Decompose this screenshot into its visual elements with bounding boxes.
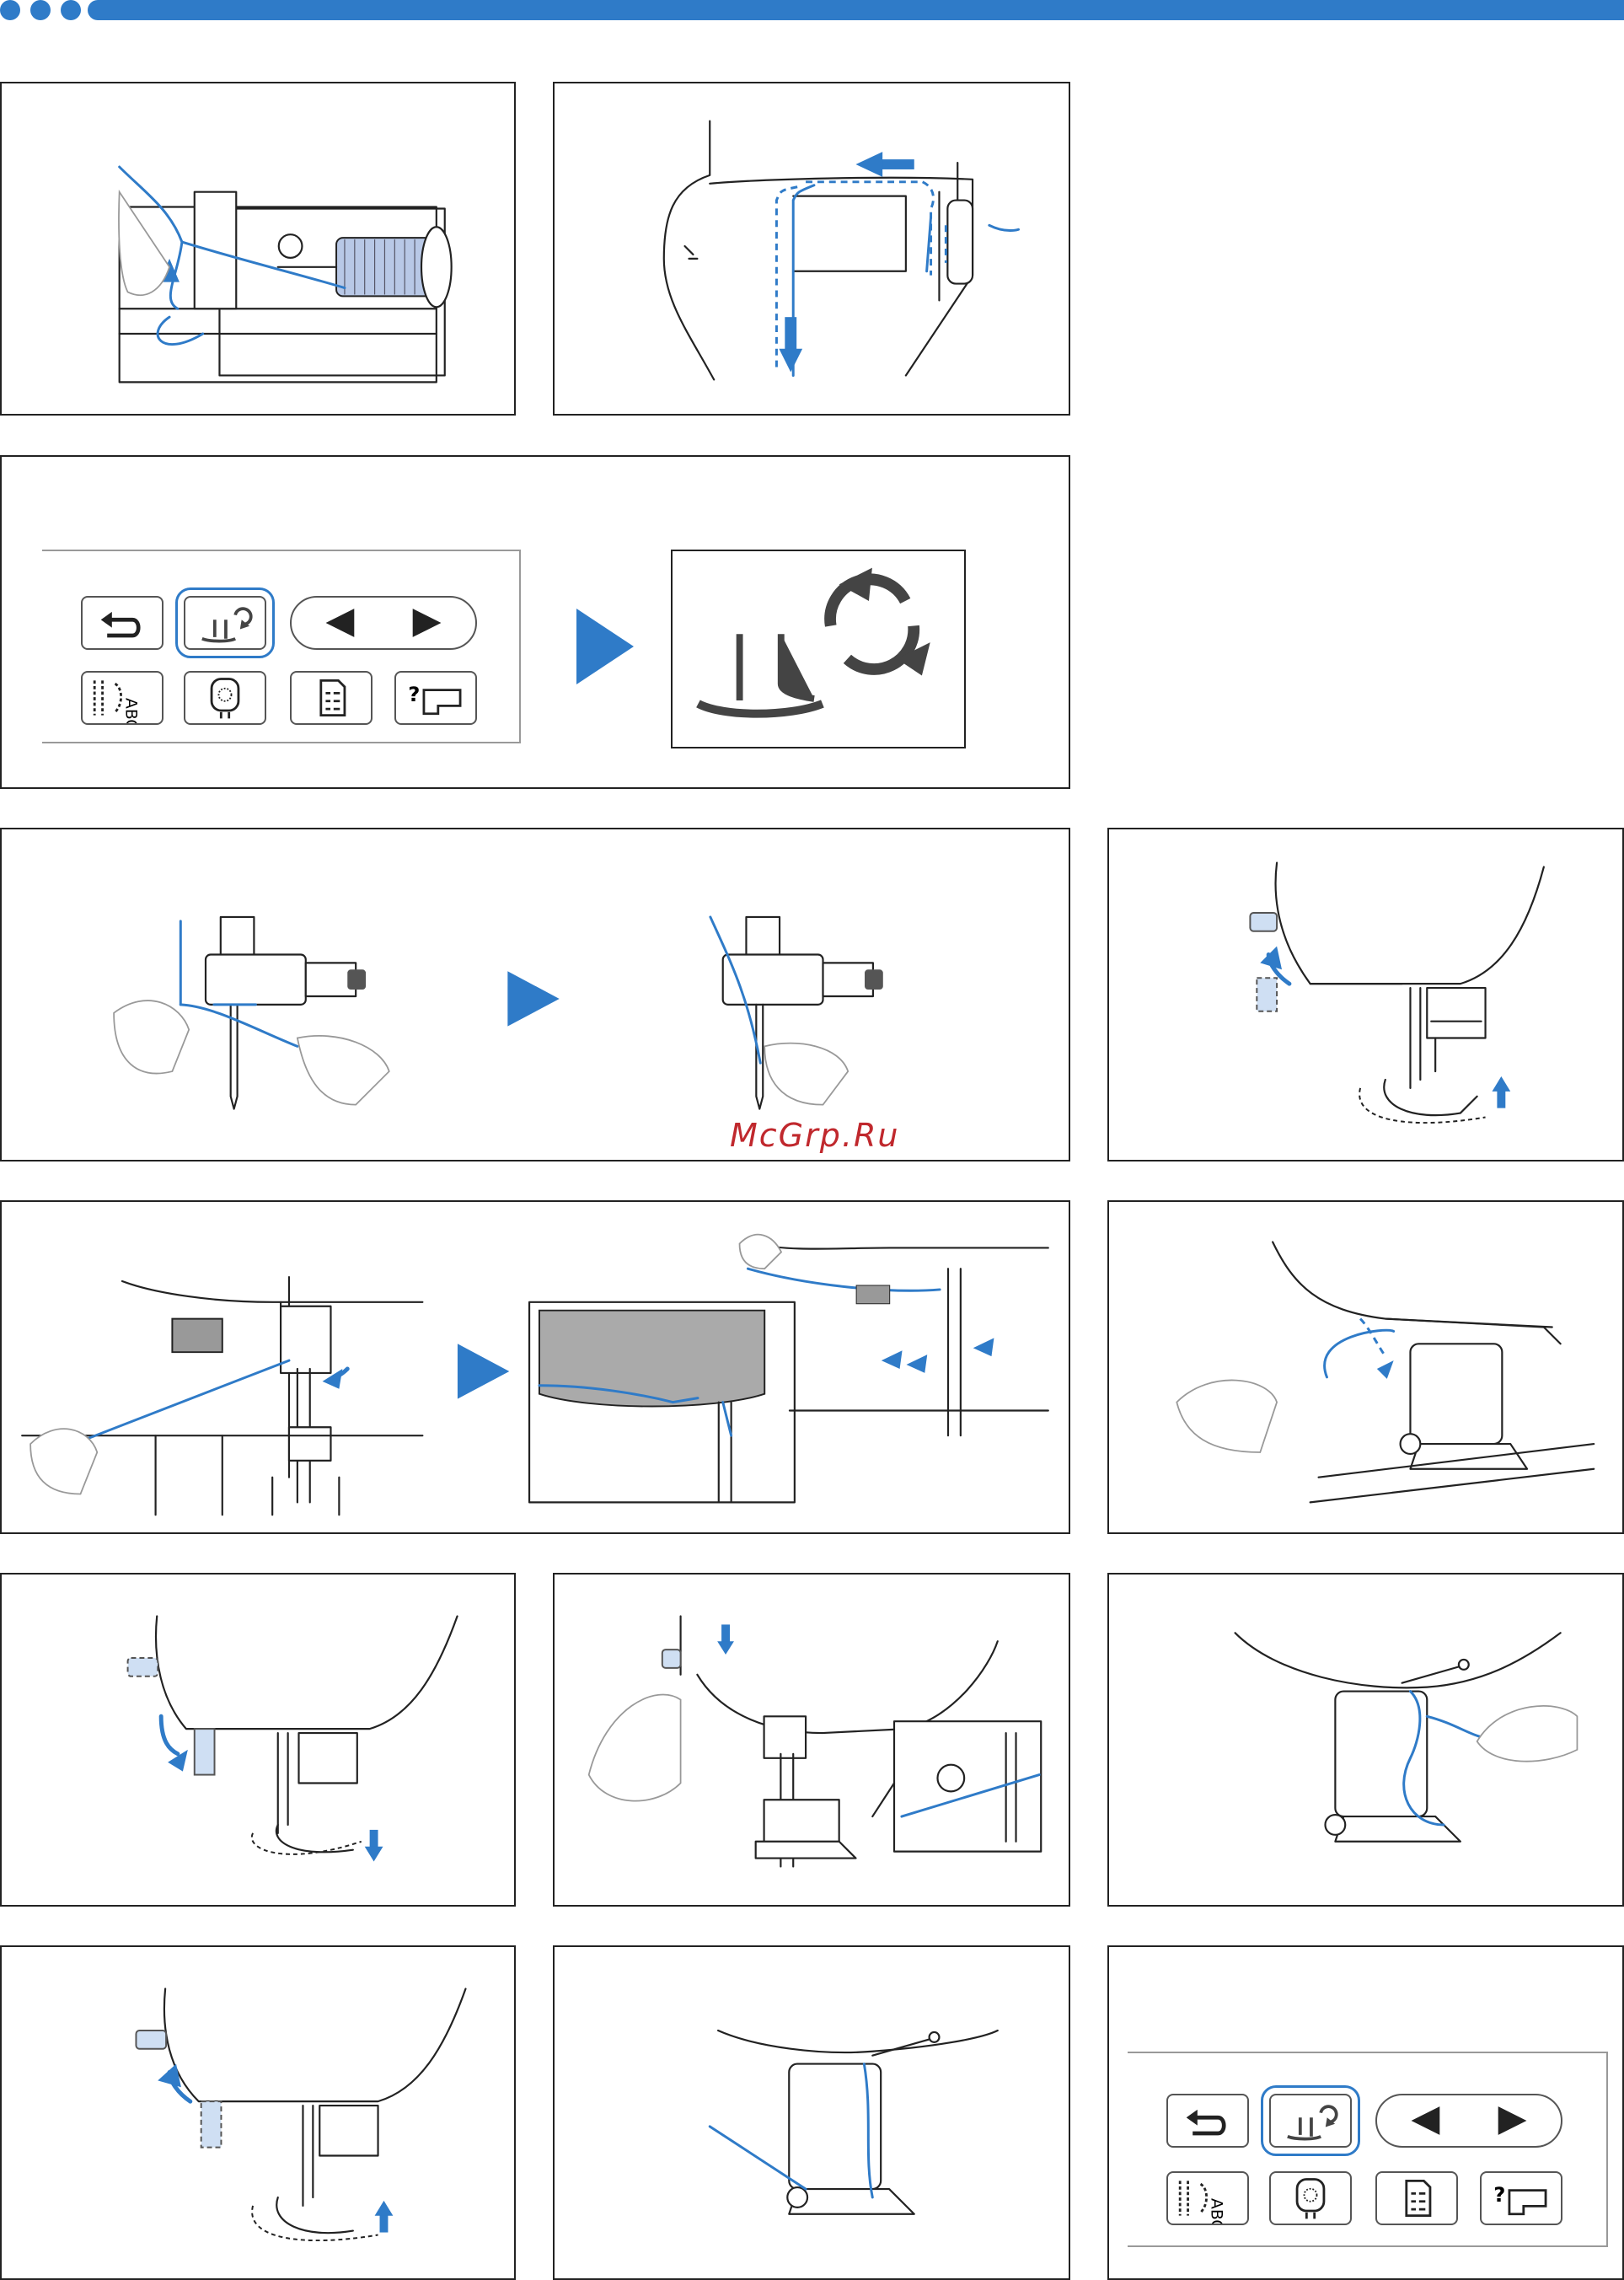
header-rule xyxy=(88,0,1624,20)
panel-needle-threading xyxy=(0,828,1070,1161)
back-icon xyxy=(1168,2095,1247,2146)
list-icon xyxy=(292,673,371,723)
presser-foot-lock-icon xyxy=(673,551,964,747)
embroidery-icon xyxy=(185,673,265,723)
presser-foot-lock-icon xyxy=(1271,2095,1350,2146)
list-button[interactable] xyxy=(290,671,373,725)
header-dot xyxy=(61,0,81,20)
panel-thread-pull-side xyxy=(1107,1200,1624,1534)
panel-needle-threader-lever xyxy=(553,1573,1070,1907)
pattern-button[interactable]: ABC xyxy=(1166,2171,1249,2225)
svg-text:?: ? xyxy=(408,682,420,706)
help-button[interactable]: ? xyxy=(1480,2171,1562,2225)
right-arrow-icon[interactable] xyxy=(1498,2106,1527,2135)
right-arrow-icon[interactable] xyxy=(413,609,442,637)
panel-raise-presser-foot-2 xyxy=(0,1945,516,2280)
back-button[interactable] xyxy=(1166,2094,1249,2148)
back-button[interactable] xyxy=(81,596,163,650)
pattern-button[interactable]: ABC xyxy=(81,671,163,725)
panel-presser-foot-lock-screen: ABC ? xyxy=(0,455,1070,789)
back-icon xyxy=(83,598,162,648)
embroidery-button[interactable] xyxy=(1269,2171,1352,2225)
panel-spool-thread-guide xyxy=(0,82,516,416)
left-arrow-icon[interactable] xyxy=(1412,2106,1440,2135)
presser-foot-lock-button[interactable] xyxy=(184,596,266,650)
page-nav-pill xyxy=(1375,2094,1562,2148)
page-nav-pill xyxy=(290,596,477,650)
presser-foot-lock-button[interactable] xyxy=(1269,2094,1352,2148)
panel-raise-presser-foot-1 xyxy=(1107,828,1624,1161)
list-icon xyxy=(1377,2173,1456,2224)
svg-text:ABC: ABC xyxy=(1208,2198,1225,2224)
left-arrow-icon[interactable] xyxy=(326,609,355,637)
panel-lock-screen-2: ABC ? xyxy=(1107,1945,1624,2280)
panel-thread-path-top xyxy=(553,82,1070,416)
lock-icon-enlarged xyxy=(671,550,966,748)
header-dot xyxy=(30,0,51,20)
svg-text:?: ? xyxy=(1493,2182,1505,2207)
embroidery-button[interactable] xyxy=(184,671,266,725)
help-button[interactable]: ? xyxy=(394,671,477,725)
embroidery-icon xyxy=(1271,2173,1350,2224)
list-button[interactable] xyxy=(1375,2171,1458,2225)
next-step-arrow xyxy=(576,609,635,684)
help-machine-icon: ? xyxy=(396,673,475,723)
panel-lower-presser-foot xyxy=(0,1573,516,1907)
header-dot xyxy=(0,0,20,20)
panel-threader-hook xyxy=(0,1200,1070,1534)
pattern-abc-icon: ABC xyxy=(83,673,162,723)
pattern-abc-icon: ABC xyxy=(1168,2173,1247,2224)
svg-text:ABC: ABC xyxy=(122,698,140,723)
panel-thread-under-foot xyxy=(553,1945,1070,2280)
watermark-text: McGrp.Ru xyxy=(730,1117,899,1154)
presser-foot-lock-icon xyxy=(185,598,265,648)
panel-thread-loop-pull xyxy=(1107,1573,1624,1907)
help-machine-icon: ? xyxy=(1482,2173,1561,2224)
page-header-bar xyxy=(0,0,1624,20)
